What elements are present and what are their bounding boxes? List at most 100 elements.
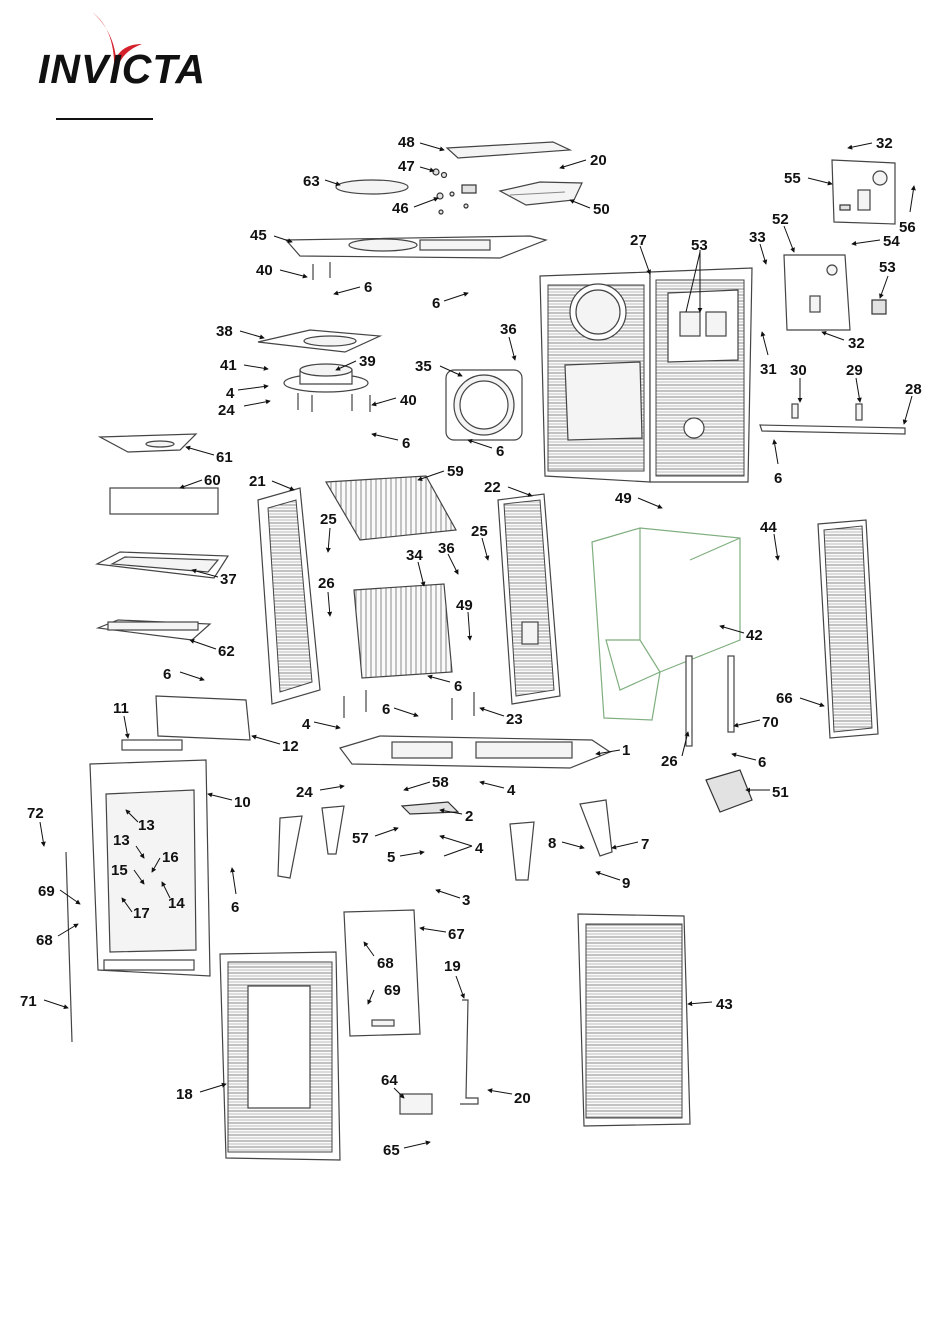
callout-57: 57 (352, 828, 398, 847)
svg-text:69: 69 (384, 982, 401, 999)
svg-text:31: 31 (760, 361, 777, 378)
svg-text:21: 21 (249, 473, 266, 490)
svg-text:10: 10 (234, 794, 251, 811)
svg-text:24: 24 (296, 784, 313, 801)
callout-48: 48 (398, 134, 444, 151)
part-50-grille-box (500, 182, 582, 205)
svg-text:6: 6 (774, 470, 782, 487)
callout-66: 66 (776, 690, 824, 707)
svg-text:66: 66 (776, 690, 793, 707)
part-51-motor (706, 770, 752, 812)
callout-4c: 4 (480, 782, 516, 799)
callout-40a: 40 (256, 262, 307, 279)
callout-6f: 6 (163, 666, 204, 683)
svg-text:24: 24 (218, 402, 235, 419)
svg-text:47: 47 (398, 158, 415, 175)
callout-52: 52 (772, 211, 794, 252)
callout-8: 8 (548, 835, 584, 852)
callout-45: 45 (250, 227, 292, 244)
callout-6e: 6 (468, 440, 504, 460)
svg-text:46: 46 (392, 200, 409, 217)
callout-21: 21 (249, 473, 294, 490)
part-12-bracket (156, 696, 250, 740)
callout-49b: 49 (456, 597, 473, 640)
callout-59: 59 (418, 463, 464, 480)
svg-text:4: 4 (226, 385, 235, 402)
part-1-base-tray (340, 736, 610, 768)
svg-text:6: 6 (231, 899, 239, 916)
callout-32b: 32 (822, 332, 865, 352)
callout-54: 54 (852, 233, 900, 250)
callout-63: 63 (303, 173, 340, 190)
callout-19: 19 (444, 958, 464, 998)
callout-4a: 4 (226, 385, 268, 402)
callout-28: 28 (904, 381, 922, 424)
svg-text:43: 43 (716, 996, 733, 1013)
callout-25b: 25 (471, 523, 488, 560)
callout-18: 18 (176, 1084, 226, 1103)
part-28-rod (760, 404, 905, 434)
svg-text:62: 62 (218, 643, 235, 660)
svg-text:7: 7 (641, 836, 649, 853)
callout-26b: 26 (661, 732, 688, 770)
svg-text:4: 4 (302, 716, 311, 733)
svg-text:49: 49 (615, 490, 632, 507)
callout-6c: 6 (774, 440, 782, 487)
svg-text:38: 38 (216, 323, 233, 340)
svg-text:34: 34 (406, 547, 423, 564)
part-55-control-plate (832, 160, 895, 224)
svg-text:55: 55 (784, 170, 801, 187)
callout-6a: 6 (334, 279, 372, 296)
part-63-round-lid (336, 180, 408, 194)
svg-text:40: 40 (400, 392, 417, 409)
part-43-door-panel (578, 914, 690, 1126)
callout-25a: 25 (320, 511, 337, 552)
svg-text:27: 27 (630, 232, 647, 249)
svg-text:6: 6 (402, 435, 410, 452)
svg-text:6: 6 (496, 443, 504, 460)
svg-text:6: 6 (364, 279, 372, 296)
svg-text:25: 25 (471, 523, 488, 540)
part-18-glass-door (220, 952, 340, 1160)
part-35-flue-ring (446, 370, 522, 440)
svg-text:56: 56 (899, 219, 916, 236)
svg-text:36: 36 (438, 540, 455, 557)
callout-41: 41 (220, 357, 268, 374)
callout-38: 38 (216, 323, 264, 340)
callout-50: 50 (570, 200, 610, 218)
part-61-tray (100, 434, 196, 452)
part-21-side-panel (258, 488, 320, 704)
svg-text:19: 19 (444, 958, 461, 975)
part-42-hopper (592, 528, 740, 720)
svg-text:13: 13 (138, 817, 155, 834)
callout-29: 29 (846, 362, 863, 402)
svg-text:44: 44 (760, 519, 777, 536)
svg-text:49: 49 (456, 597, 473, 614)
part-66-side-panel (818, 520, 878, 738)
svg-text:68: 68 (36, 932, 53, 949)
svg-text:67: 67 (448, 926, 465, 943)
callout-6b: 6 (432, 293, 468, 312)
callout-6g: 6 (428, 676, 462, 695)
callout-46: 46 (392, 198, 438, 217)
callout-6j: 6 (231, 868, 239, 916)
svg-text:15: 15 (111, 862, 128, 879)
svg-text:60: 60 (204, 472, 221, 489)
svg-text:2: 2 (465, 808, 473, 825)
svg-text:17: 17 (133, 905, 150, 922)
svg-text:29: 29 (846, 362, 863, 379)
svg-text:53: 53 (879, 259, 896, 276)
part-64-cover (400, 1094, 432, 1114)
callout-24a: 24 (218, 401, 270, 419)
svg-text:41: 41 (220, 357, 237, 374)
callout-6d: 6 (372, 434, 410, 452)
svg-text:42: 42 (746, 627, 763, 644)
callout-4d: 4 (440, 836, 484, 857)
svg-text:65: 65 (383, 1142, 400, 1159)
callout-11: 11 (113, 700, 129, 738)
svg-text:52: 52 (772, 211, 789, 228)
part-59-grate (326, 476, 456, 540)
part-38-plate (258, 330, 380, 352)
svg-text:57: 57 (352, 830, 369, 847)
callout-61: 61 (186, 447, 233, 466)
